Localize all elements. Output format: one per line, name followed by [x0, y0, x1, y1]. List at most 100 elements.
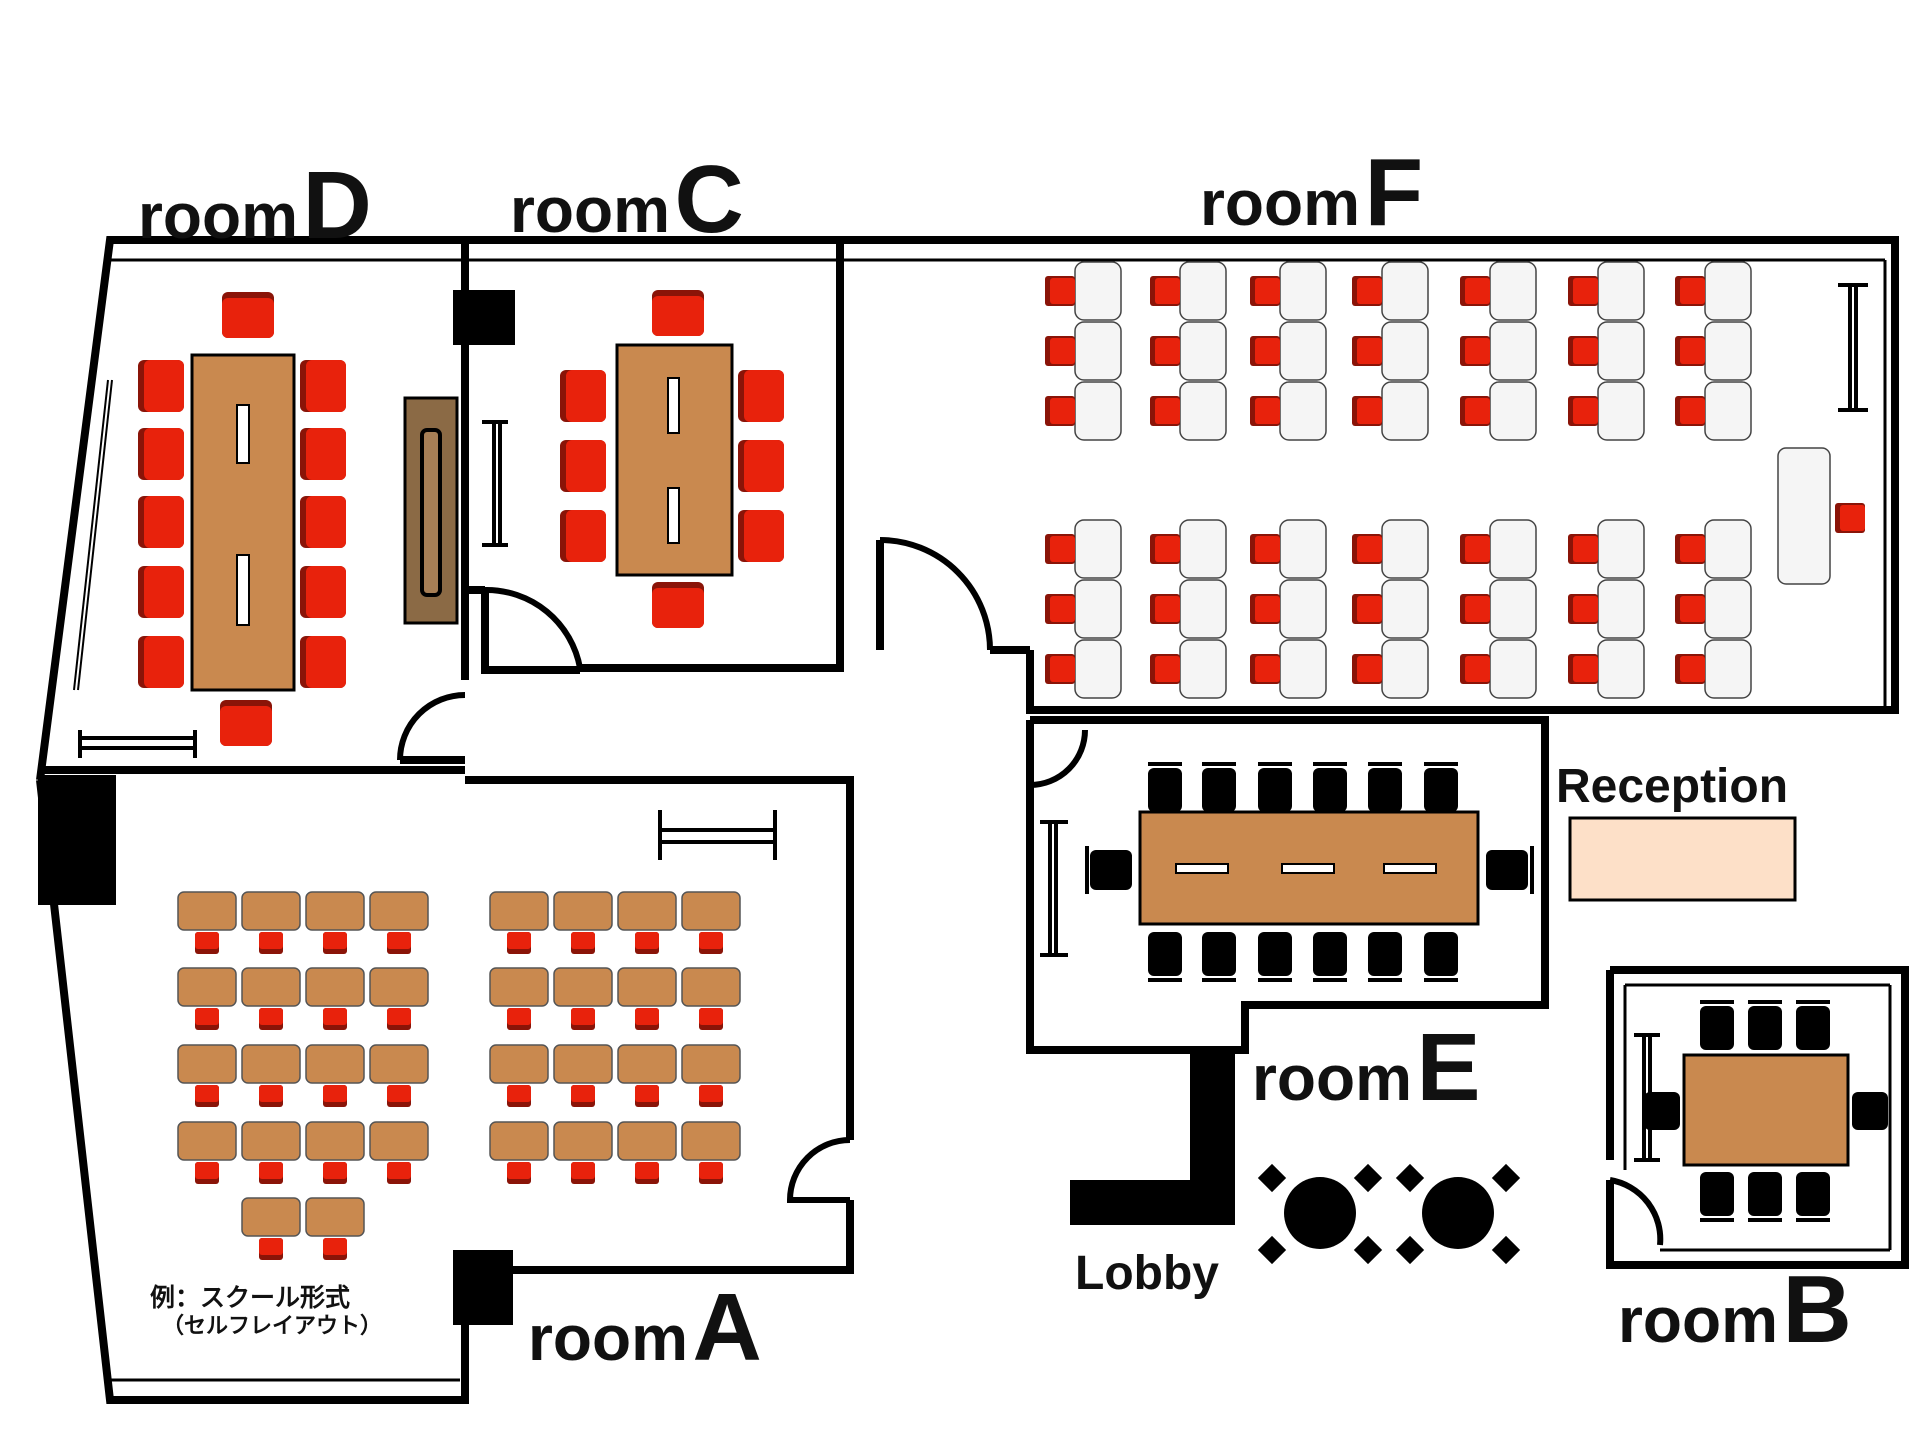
chair: [571, 1008, 595, 1030]
chair: [507, 1162, 531, 1184]
desk: [369, 1121, 429, 1161]
chair: [387, 1085, 411, 1107]
desk: [681, 1121, 741, 1161]
desk: [305, 891, 365, 931]
chair: [195, 932, 219, 954]
chair: [323, 1162, 347, 1184]
desk: [1381, 381, 1429, 441]
room-b-wall: [1606, 966, 1909, 1269]
desk: [617, 1044, 677, 1084]
desk: [1074, 261, 1122, 321]
room-c-letter: C: [674, 146, 744, 253]
chair: [259, 1162, 283, 1184]
desk: [1704, 639, 1752, 699]
desk: [177, 967, 237, 1007]
chair: [1045, 276, 1075, 306]
room-a-furniture: [177, 891, 741, 1260]
desk: [1597, 381, 1645, 441]
desk: [241, 967, 301, 1007]
room-f-letter: F: [1364, 139, 1424, 246]
room-e-letter: E: [1416, 1014, 1481, 1121]
room-b-furniture: [1644, 1000, 1888, 1222]
chair: [1150, 534, 1180, 564]
desk: [177, 891, 237, 931]
chair: [259, 1238, 283, 1260]
chair: [1150, 336, 1180, 366]
desk: [1279, 579, 1327, 639]
chair: [1352, 654, 1382, 684]
desk: [681, 891, 741, 931]
desk: [369, 967, 429, 1007]
desk: [553, 967, 613, 1007]
chair: [1675, 594, 1705, 624]
chair: [1045, 396, 1075, 426]
chair: [1352, 594, 1382, 624]
chair: [699, 1085, 723, 1107]
desk: [1489, 261, 1537, 321]
desk: [1279, 321, 1327, 381]
room-a-letter: A: [692, 1274, 762, 1381]
room-f-furniture: [1045, 261, 1752, 699]
desk: [553, 1044, 613, 1084]
chair: [1250, 594, 1280, 624]
chair: [387, 932, 411, 954]
chair: [507, 1085, 531, 1107]
desk: [1489, 519, 1537, 579]
desk: [1597, 579, 1645, 639]
chair: [1568, 276, 1598, 306]
lobby-wall: [1070, 1050, 1235, 1225]
desk: [241, 1197, 301, 1237]
chair: [1150, 396, 1180, 426]
room-b-word: room: [1618, 1284, 1778, 1356]
chair: [1675, 336, 1705, 366]
desk: [1074, 579, 1122, 639]
desk: [305, 967, 365, 1007]
room-f-lectern: [1777, 447, 1831, 585]
room-e-label: room E: [1252, 1020, 1480, 1116]
room-d-letter: D: [302, 152, 372, 259]
reception-label: Reception: [1556, 760, 1789, 813]
chair: [1150, 276, 1180, 306]
chair: [571, 932, 595, 954]
room-a-word: room: [528, 1302, 688, 1374]
reception-desk: [1568, 816, 1797, 902]
screens: [78, 283, 1868, 1162]
room-f-wall: [840, 236, 1899, 714]
layout-example-note: 例：スクール形式 （セルフレイアウト）: [150, 1282, 382, 1341]
chair: [195, 1085, 219, 1107]
desk: [1597, 321, 1645, 381]
chair: [1460, 654, 1490, 684]
chair: [635, 1008, 659, 1030]
doors: [397, 537, 1664, 1246]
chair: [1675, 276, 1705, 306]
desk: [1381, 519, 1429, 579]
chair: [507, 1008, 531, 1030]
chair: [635, 1162, 659, 1184]
desk: [1279, 381, 1327, 441]
chair: [387, 1008, 411, 1030]
desk: [1381, 261, 1429, 321]
desk: [305, 1197, 365, 1237]
desk: [617, 967, 677, 1007]
chair: [195, 1008, 219, 1030]
desk: [305, 1121, 365, 1161]
desk: [241, 1044, 301, 1084]
chair: [1045, 654, 1075, 684]
layout-example-line2: （セルフレイアウト）: [162, 1314, 383, 1340]
desk: [1179, 519, 1227, 579]
chair: [1460, 594, 1490, 624]
desk: [1074, 381, 1122, 441]
desk: [1279, 519, 1327, 579]
chair: [1568, 534, 1598, 564]
desk: [1179, 321, 1227, 381]
room-d-word: room: [138, 180, 298, 252]
chair: [1250, 396, 1280, 426]
chair: [1568, 594, 1598, 624]
chair: [387, 1162, 411, 1184]
chair: [1675, 534, 1705, 564]
chair: [635, 1085, 659, 1107]
chair: [323, 932, 347, 954]
chair: [1352, 396, 1382, 426]
chair: [323, 1238, 347, 1260]
chair: [1045, 534, 1075, 564]
